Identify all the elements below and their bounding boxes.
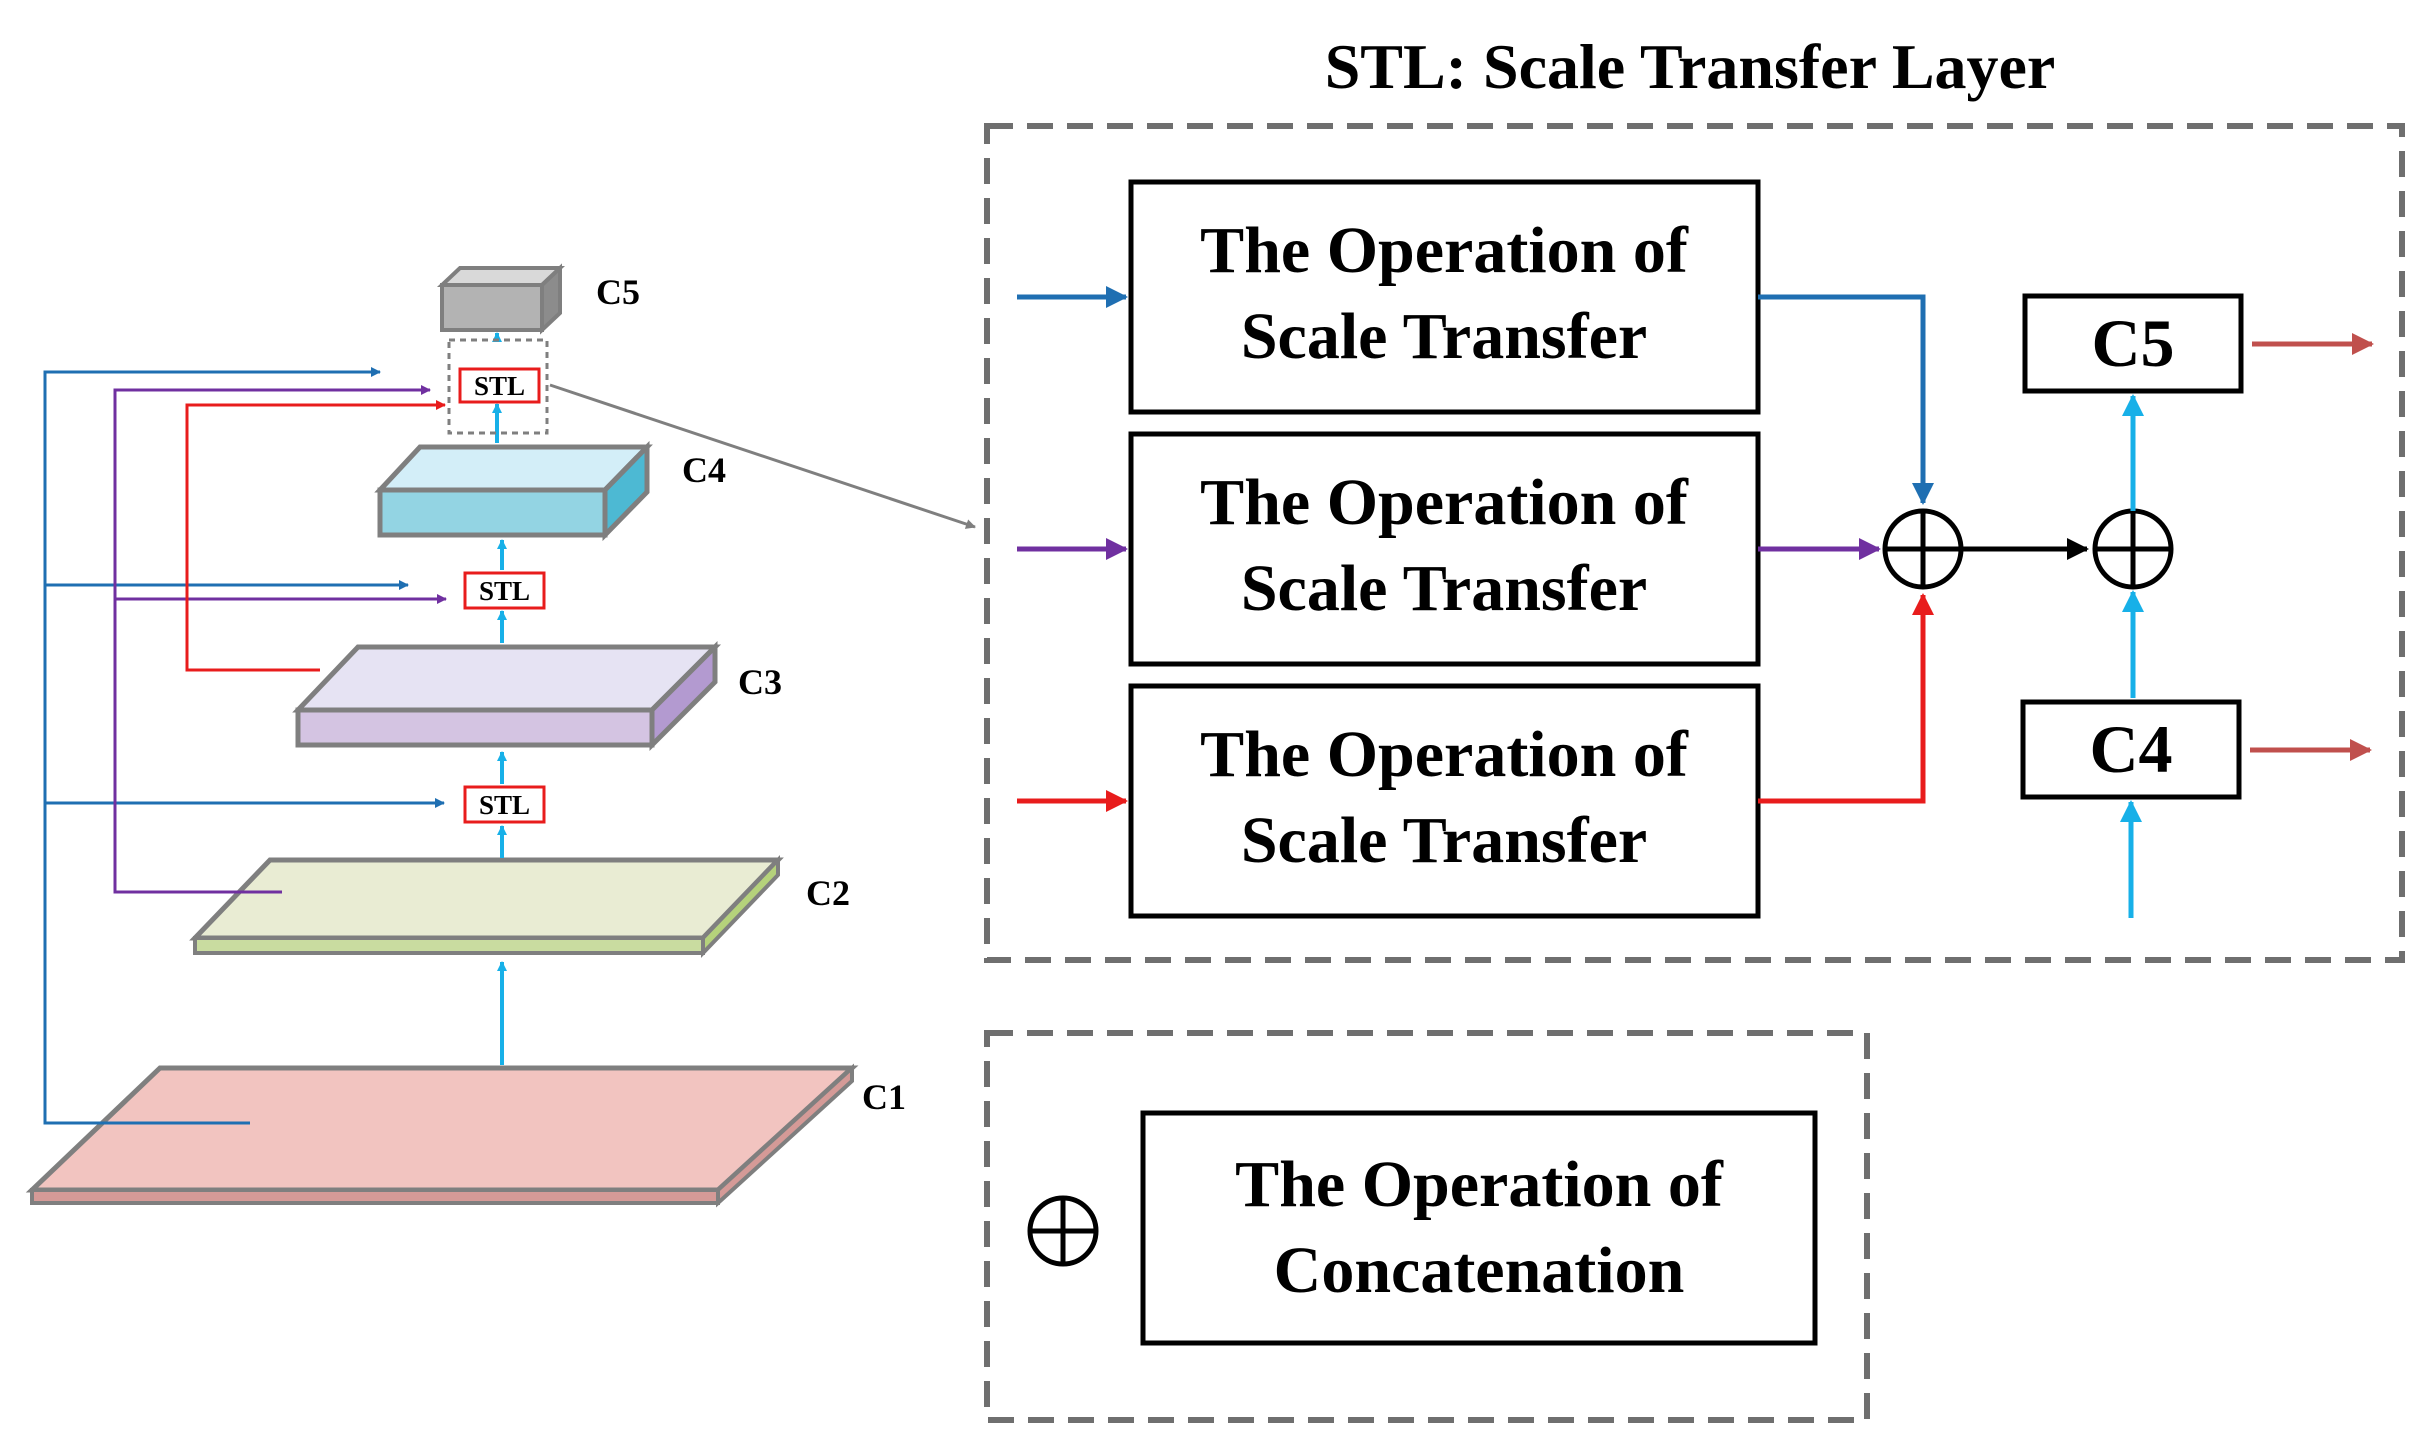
scale-transfer-box-1-line2: Scale Transfer: [1241, 300, 1647, 373]
c4-label: C4: [682, 450, 726, 490]
red-skip-connection: [185, 400, 446, 672]
c5-label: C5: [596, 272, 640, 312]
scale-transfer-box-3-line2: Scale Transfer: [1241, 804, 1647, 877]
concat-symbol-2: [2092, 508, 2174, 590]
scale-transfer-box-1: The Operation of Scale Transfer: [1128, 179, 1761, 415]
red-to-concat-arrow: [1758, 593, 1934, 804]
legend-frame: [984, 1030, 1870, 1423]
layer-c1: [25, 1063, 859, 1208]
stl-detail-frame: [984, 123, 2405, 963]
diagram-title: STL: Scale Transfer Layer: [1325, 31, 2056, 102]
layer-c3: [292, 640, 722, 752]
scale-transfer-box-2-line2: Scale Transfer: [1241, 552, 1647, 625]
scale-transfer-box-1-line1: The Operation of: [1200, 214, 1689, 287]
purple-skip-connections: [113, 385, 447, 894]
stl-block-top-label: STL: [474, 371, 525, 401]
detail-pointer-arrow: [549, 383, 976, 529]
c3-label: C3: [738, 662, 782, 702]
stl-top-dashed-frame: [447, 338, 549, 435]
layer-c4: [374, 440, 653, 542]
scale-transfer-box-3: The Operation of Scale Transfer: [1128, 683, 1761, 919]
blue-skip-connections: [43, 367, 445, 1125]
legend-line2: Concatenation: [1274, 1234, 1685, 1307]
output-c4-label: C4: [2089, 711, 2172, 787]
scale-transfer-box-2-line1: The Operation of: [1200, 466, 1689, 539]
upward-arrows: [492, 332, 507, 1065]
concat-symbol-1: [1882, 508, 1964, 590]
blue-to-concat-arrow: [1758, 294, 1934, 505]
scale-transfer-box-2: The Operation of Scale Transfer: [1128, 431, 1761, 667]
layer-c5: [436, 263, 566, 335]
output-c4-box: C4: [2020, 699, 2242, 800]
feature-pyramid: C1 C2 C3 C4 C5 STL STL STL: [25, 263, 976, 1208]
stl-block-bottom-label: STL: [479, 790, 530, 820]
output-c5-box: C5: [2022, 293, 2244, 394]
legend-concat-box: The Operation of Concatenation: [1140, 1110, 1818, 1346]
stl-block-middle: STL: [463, 571, 546, 610]
stl-block-bottom: STL: [463, 785, 546, 824]
legend-line1: The Operation of: [1235, 1148, 1724, 1221]
layer-c2: [189, 855, 784, 958]
stl-block-top: STL: [458, 367, 541, 404]
output-c5-label: C5: [2091, 305, 2174, 381]
c1-label: C1: [862, 1077, 906, 1117]
scale-transfer-box-3-line1: The Operation of: [1200, 718, 1689, 791]
c2-label: C2: [806, 873, 850, 913]
stl-block-middle-label: STL: [479, 576, 530, 606]
legend-concat-symbol: [1027, 1195, 1099, 1267]
